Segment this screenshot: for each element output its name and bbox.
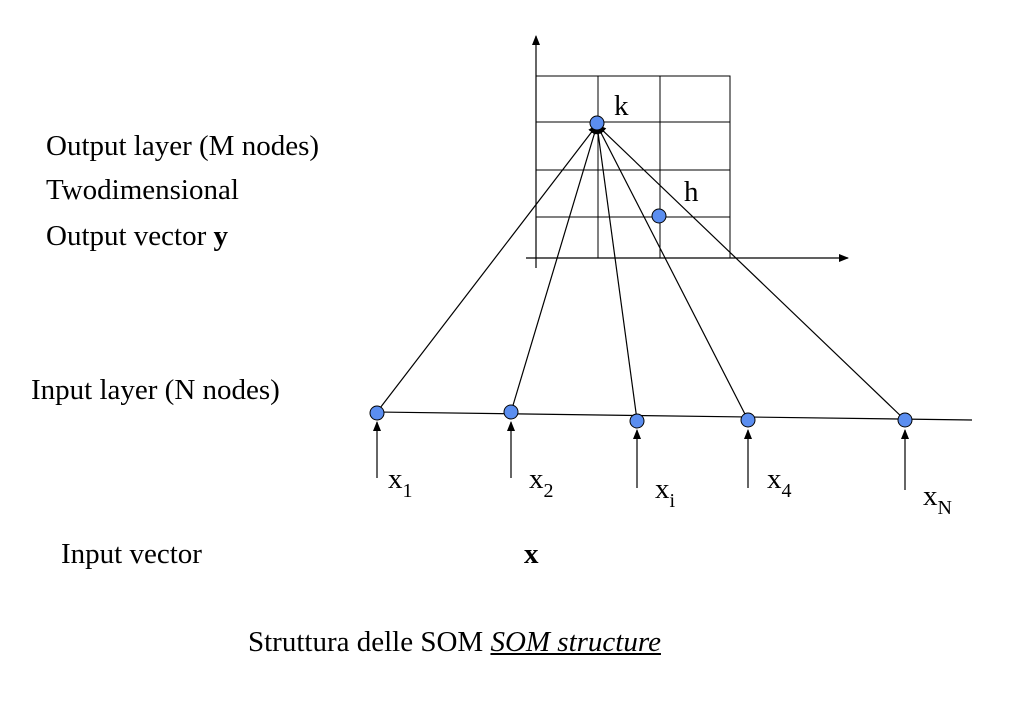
- connection-x1-k: [376, 124, 598, 413]
- input-label-x2: x2: [529, 463, 554, 502]
- connection-xi-k: [594, 124, 638, 421]
- output-grid: [535, 75, 731, 259]
- connection-x4-k: [596, 124, 749, 421]
- output-vector-symbol: y: [213, 220, 229, 252]
- input-vector-symbol: x: [524, 538, 539, 570]
- input-vector-label: Input vector: [61, 538, 202, 570]
- input-label-xN: xN: [923, 480, 952, 519]
- input-label-x4: x4: [767, 463, 792, 502]
- connection-x2-k: [510, 124, 599, 413]
- caption-italian: Struttura delle SOM: [248, 626, 491, 658]
- output-layer-label: Output layer (M nodes): [46, 130, 320, 162]
- connections: [376, 124, 906, 421]
- output-dimension-label: Twodimensional: [46, 174, 239, 206]
- node-h: [651, 208, 667, 224]
- node-h-label: h: [684, 176, 699, 208]
- input-node-x2: [503, 404, 519, 420]
- caption-english: SOM structure: [490, 626, 661, 658]
- nodes: [369, 115, 913, 429]
- output-vector-text: Output vector: [46, 220, 214, 252]
- input-layer-label: Input layer (N nodes): [31, 374, 280, 406]
- output-vector-label: Output vector y: [46, 222, 228, 251]
- input-node-xN: [897, 412, 913, 428]
- input-node-xi: [629, 413, 645, 429]
- input-baseline: [376, 411, 973, 421]
- input-node-x4: [740, 412, 756, 428]
- input-label-x1: x1: [388, 463, 413, 502]
- input-node-x1: [369, 405, 385, 421]
- connection-xN-k: [596, 124, 906, 421]
- node-k-label: k: [614, 90, 629, 122]
- figure-caption: Struttura delle SOM SOM structure: [248, 628, 661, 657]
- node-k: [589, 115, 605, 131]
- input-label-xi: xi: [655, 473, 676, 512]
- input-arrows: [373, 421, 909, 490]
